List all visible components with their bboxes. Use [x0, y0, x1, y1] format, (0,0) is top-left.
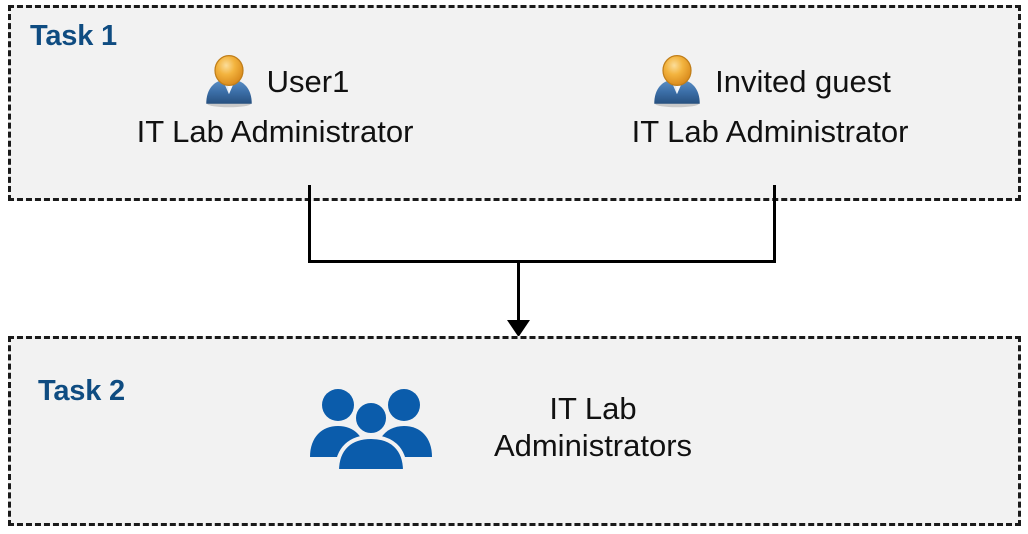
- person-name-invited-guest: Invited guest: [715, 63, 891, 99]
- task-1-label: Task 1: [30, 20, 117, 52]
- task-2-container: [8, 336, 1021, 526]
- arrowhead-icon: [507, 320, 530, 337]
- person-entry-invited-guest: Invited guest IT Lab Administrator: [560, 52, 980, 147]
- task-1-container: [8, 5, 1021, 201]
- user-avatar-icon: [205, 55, 252, 108]
- person-header-invited-guest: Invited guest: [560, 52, 980, 110]
- group-entry: IT Lab Administrators: [130, 385, 870, 471]
- person-entry-user1: User1 IT Lab Administrator: [65, 52, 485, 147]
- person-name-user1: User1: [266, 63, 350, 99]
- people-group-icon: [309, 389, 432, 471]
- group-name-label: IT Lab Administrators: [493, 391, 693, 463]
- person-role-invited-guest: IT Lab Administrator: [631, 114, 909, 149]
- person-role-user1: IT Lab Administrator: [136, 114, 414, 149]
- task-2-label: Task 2: [38, 375, 125, 407]
- user-avatar-icon: [654, 55, 700, 108]
- person-header-user1: User1: [65, 52, 485, 110]
